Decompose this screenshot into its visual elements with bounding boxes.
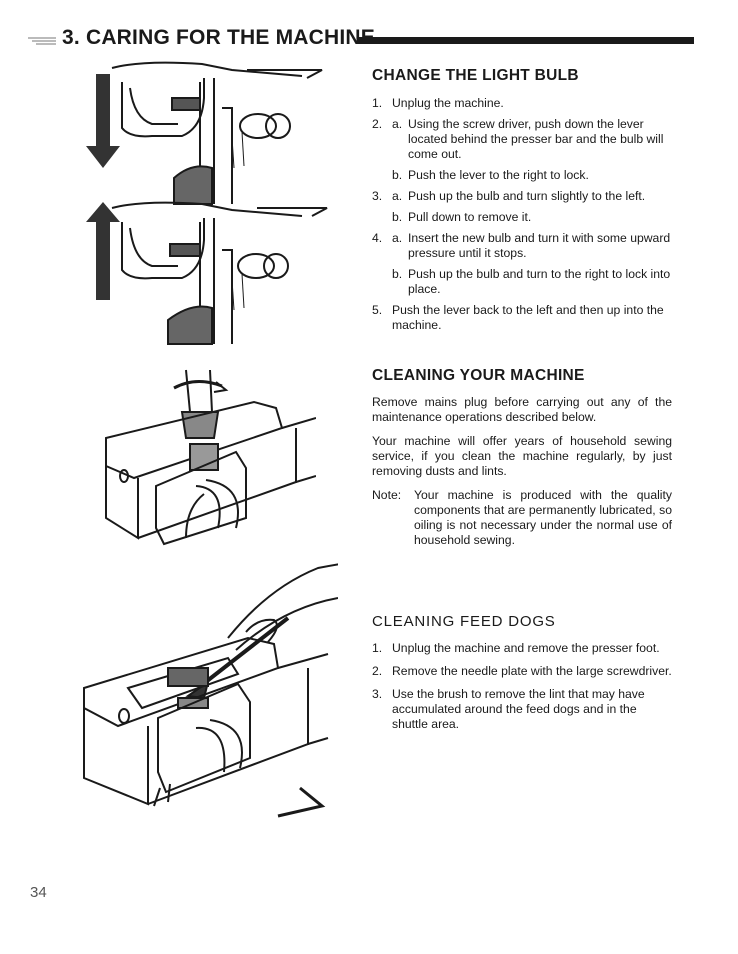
light-bulb-step-3: 3. a. Push up the bulb and turn slightly… [372, 189, 672, 225]
sub-step-text: Push up the bulb and turn slightly to th… [408, 189, 646, 203]
feed-dogs-step-1: 1. Unplug the machine and remove the pre… [372, 641, 672, 656]
feed-dogs-heading: CLEANING FEED DOGS [372, 613, 556, 630]
light-bulb-step-5: 5. Push the lever back to the left and t… [372, 303, 672, 333]
feed-dogs-step-3: 3. Use the brush to remove the lint that… [372, 687, 672, 732]
light-bulb-section: CHANGE THE LIGHT BULB 1. Unplug the mach… [372, 68, 672, 339]
cleaning-intro-paragraph: Remove mains plug before carrying out an… [372, 395, 672, 424]
sub-step-text: Insert the new bulb and turn it with som… [408, 231, 671, 260]
sub-step-text: Pull down to remove it. [408, 210, 532, 224]
step-number: 3. [372, 687, 383, 701]
note-label: Note: [372, 488, 402, 502]
sub-step: b. Pull down to remove it. [392, 210, 672, 225]
sub-step-text: Using the screw driver, push down the le… [408, 117, 664, 161]
feed-dogs-section: CLEANING FEED DOGS 1. Unplug the machine… [372, 614, 672, 738]
step-text: Unplug the machine and remove the presse… [392, 641, 660, 655]
sub-step-text: Push the lever to the right to lock. [408, 168, 589, 182]
feed-dogs-step-2: 2. Remove the needle plate with the larg… [372, 664, 672, 679]
step-number: 2. [372, 664, 383, 678]
header-tick-marks [28, 37, 56, 45]
sub-step: b. Push up the bulb and turn to the righ… [392, 267, 672, 297]
sub-step: a. Insert the new bulb and turn it with … [392, 231, 672, 261]
step-text: Remove the needle plate with the large s… [392, 664, 672, 678]
sub-step: a. Push up the bulb and turn slightly to… [392, 189, 672, 204]
step-number: 3. [372, 189, 383, 203]
step-number: 1. [372, 96, 383, 110]
page-number: 34 [30, 884, 47, 901]
sub-step-letter: b. [392, 267, 403, 281]
needle-plate-removal-illustration [105, 369, 316, 546]
feed-dogs-steps: 1. Unplug the machine and remove the pre… [372, 641, 672, 732]
page-header: 3. CARING FOR THE MACHINE [28, 24, 698, 56]
note-text: Your machine is produced with the qualit… [414, 488, 672, 547]
cleaning-service-paragraph: Your machine will offer years of househo… [372, 434, 672, 478]
sub-step: a. Using the screw driver, push down the… [392, 117, 672, 162]
sub-step-text: Push up the bulb and turn to the right t… [408, 267, 671, 296]
lubrication-note: Note: Your machine is produced with the … [372, 488, 672, 548]
bulb-removal-illustration [86, 61, 323, 205]
feed-dog-cleaning-illustration [83, 563, 338, 818]
sub-step-letter: b. [392, 210, 403, 224]
sub-step-letter: b. [392, 168, 403, 182]
step-number: 1. [372, 641, 383, 655]
step-text: Unplug the machine. [392, 96, 504, 110]
step-text: Push the lever back to the left and then… [392, 303, 664, 332]
sub-step-letter: a. [392, 189, 403, 203]
cleaning-section: CLEANING YOUR MACHINE Remove mains plug … [372, 368, 672, 548]
light-bulb-heading: CHANGE THE LIGHT BULB [372, 67, 579, 84]
light-bulb-steps: 1. Unplug the machine. 2. a. Using the s… [372, 96, 672, 333]
bulb-insert-illustration [86, 201, 328, 345]
step-number: 5. [372, 303, 383, 317]
page-title: 3. CARING FOR THE MACHINE [62, 26, 376, 49]
cleaning-heading: CLEANING YOUR MACHINE [372, 367, 585, 384]
step-number: 4. [372, 231, 383, 245]
step-number: 2. [372, 117, 383, 131]
sub-step-letter: a. [392, 231, 403, 245]
sub-step-letter: a. [392, 117, 403, 131]
light-bulb-step-1: 1. Unplug the machine. [372, 96, 672, 111]
step-text: Use the brush to remove the lint that ma… [392, 687, 645, 731]
light-bulb-step-2: 2. a. Using the screw driver, push down … [372, 117, 672, 183]
header-rule [358, 37, 694, 44]
light-bulb-step-4: 4. a. Insert the new bulb and turn it wi… [372, 231, 672, 297]
sub-step: b. Push the lever to the right to lock. [392, 168, 672, 183]
